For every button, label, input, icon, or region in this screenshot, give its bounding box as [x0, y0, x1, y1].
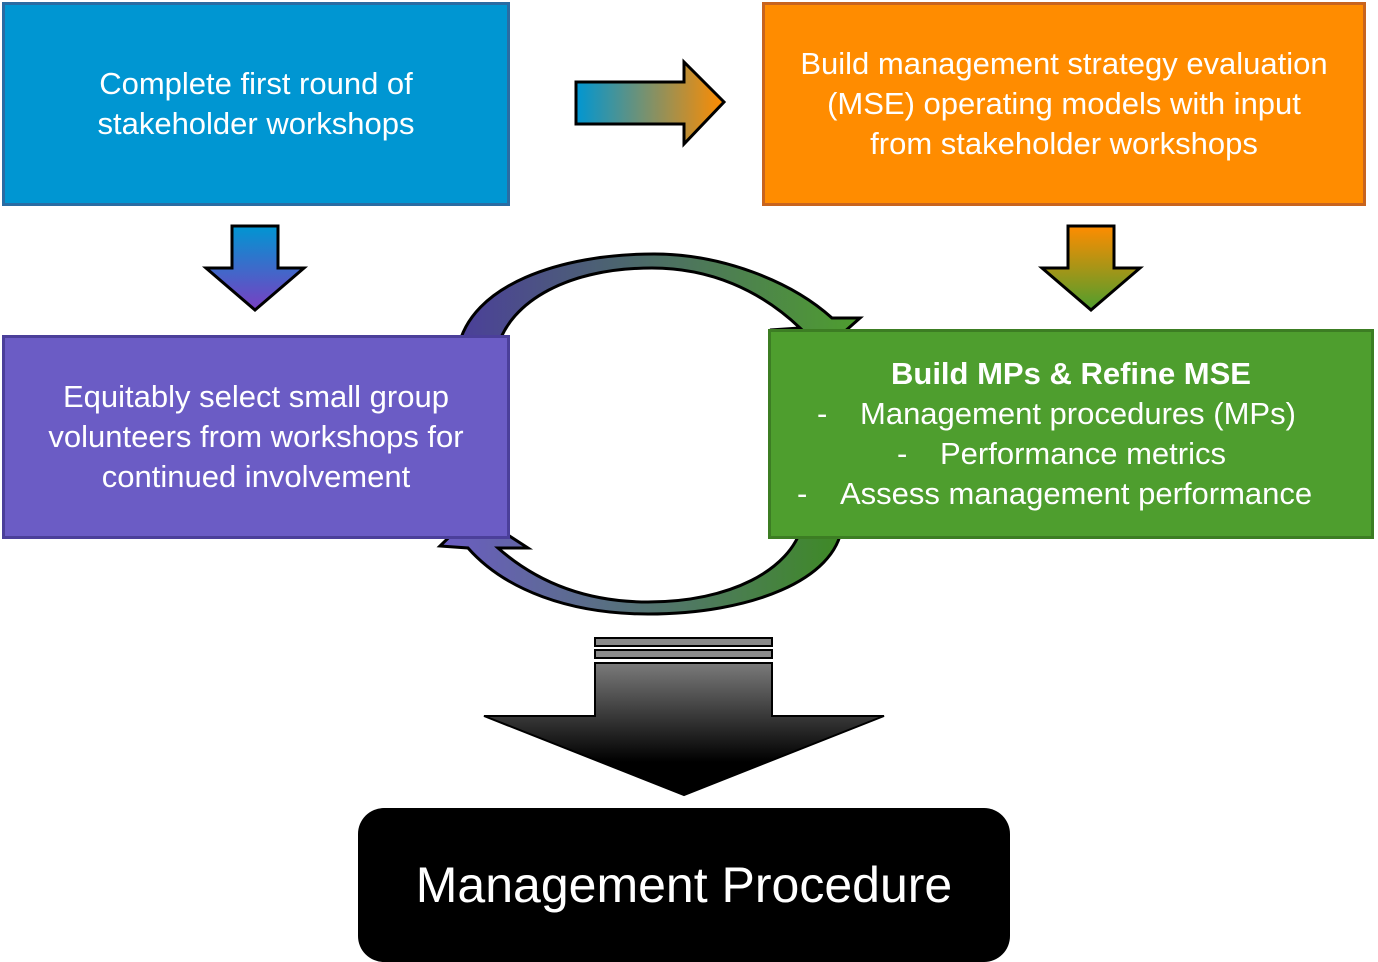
select-group-line-2: volunteers from workshops for — [48, 419, 464, 454]
bullet-dash: - — [817, 396, 828, 431]
build-mps-item-text: Assess management performance — [840, 476, 1313, 511]
arrow-right-icon — [574, 58, 727, 148]
select-group-line-3: continued involvement — [101, 459, 411, 494]
arrow-down-right-icon — [1037, 224, 1145, 312]
select-group-box: Equitably select small group volunteers … — [2, 335, 510, 539]
first-round-workshops-box: Complete first round of stakeholder work… — [2, 2, 510, 206]
build-mps-item: - Assess management performance — [781, 474, 1361, 514]
build-mps-item-text: Management procedures (MPs) — [860, 396, 1296, 431]
cycle-arrow-lower-icon — [436, 511, 844, 616]
cycle-arrow-upper-icon — [456, 252, 864, 351]
management-procedure-label: Management Procedure — [415, 857, 953, 913]
first-round-line-2: stakeholder workshops — [97, 106, 415, 141]
arrow-down-result-icon — [483, 637, 885, 797]
build-mps-item: - Performance metrics — [781, 434, 1361, 474]
management-procedure-box: Management Procedure — [358, 808, 1010, 962]
build-mps-box: Build MPs & Refine MSE - Management proc… — [768, 329, 1374, 539]
build-mps-item: - Management procedures (MPs) — [781, 394, 1361, 434]
build-mps-item-text: Performance metrics — [940, 436, 1226, 471]
first-round-line-1: Complete first round of — [99, 66, 413, 101]
build-mps-title: Build MPs & Refine MSE — [891, 356, 1251, 391]
select-group-line-1: Equitably select small group — [63, 379, 449, 414]
arrow-down-left-icon — [201, 224, 309, 312]
build-mse-line-2: (MSE) operating models with input — [827, 86, 1301, 121]
build-mse-box: Build management strategy evaluation (MS… — [762, 2, 1366, 206]
build-mse-line-1: Build management strategy evaluation — [800, 46, 1328, 81]
bullet-dash: - — [797, 476, 808, 511]
bullet-dash: - — [897, 436, 908, 471]
build-mse-line-3: from stakeholder workshops — [870, 126, 1258, 161]
